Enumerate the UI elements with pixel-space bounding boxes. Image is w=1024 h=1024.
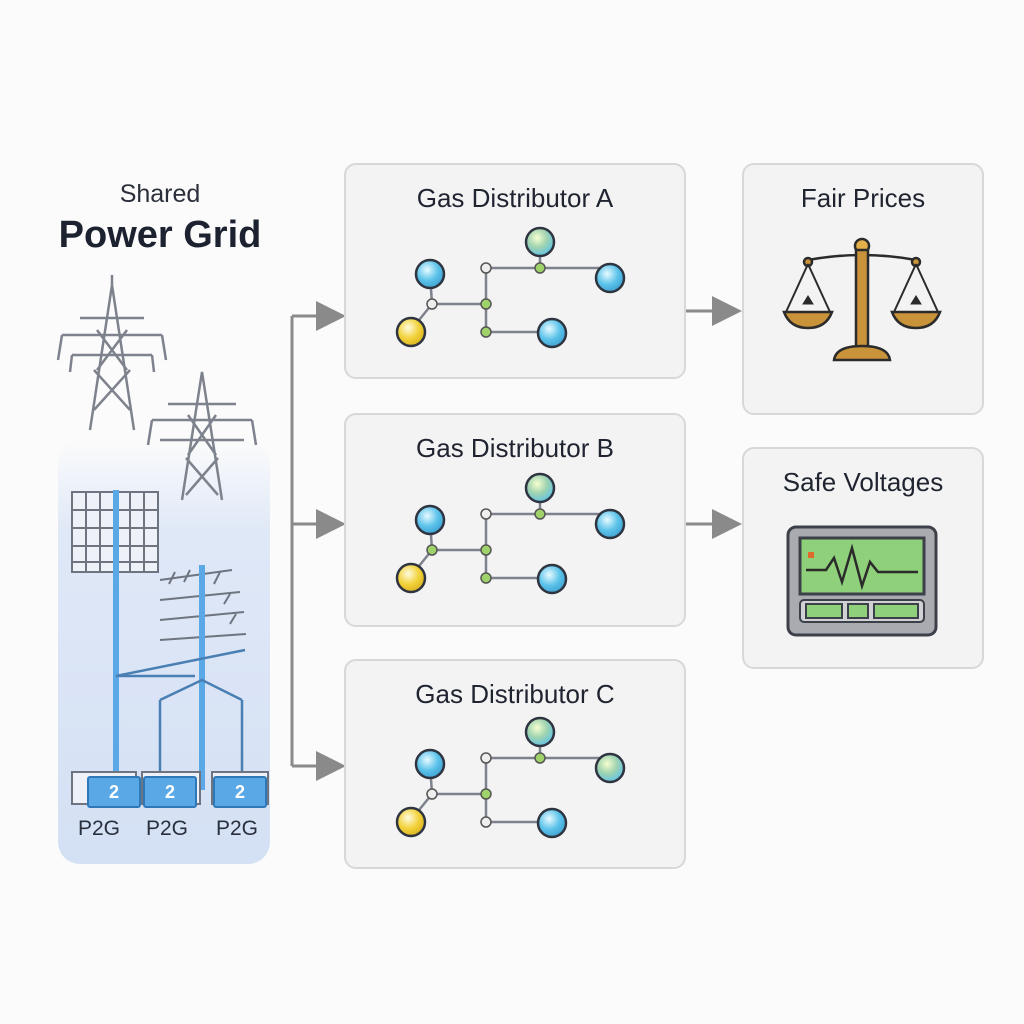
gas-node-icon bbox=[536, 317, 568, 349]
gas-network-graph-a bbox=[395, 226, 626, 349]
gas-node-icon bbox=[395, 562, 427, 594]
grid-title-shared: Shared bbox=[119, 180, 201, 208]
p2g-unit-badge: 2 bbox=[143, 776, 197, 808]
distributor-title: Gas Distributor C bbox=[415, 679, 615, 709]
distributor-card-c: Gas Distributor C bbox=[344, 659, 686, 869]
outcome-title: Safe Voltages bbox=[782, 467, 944, 497]
gas-node-icon bbox=[414, 258, 446, 290]
distributor-card-b: Gas Distributor B bbox=[344, 413, 686, 627]
grid-title-power-grid: Power Grid bbox=[58, 214, 262, 256]
p2g-unit-badge: 2 bbox=[87, 776, 141, 808]
gas-node-icon bbox=[536, 807, 568, 839]
distributor-title: Gas Distributor B bbox=[416, 433, 614, 463]
gas-node-icon bbox=[536, 563, 568, 595]
gas-node-icon bbox=[414, 748, 446, 780]
gas-node-icon bbox=[395, 806, 427, 838]
grid-feeder-lines bbox=[113, 490, 205, 790]
p2g-label: P2G bbox=[77, 817, 121, 840]
gas-node-icon bbox=[524, 472, 556, 504]
gas-node-icon bbox=[414, 504, 446, 536]
gas-network-graph-b bbox=[395, 472, 626, 595]
outcome-title: Fair Prices bbox=[800, 183, 926, 213]
balance-scale-icon bbox=[782, 237, 942, 362]
p2g-label: P2G bbox=[145, 817, 189, 840]
gas-node-icon bbox=[524, 226, 556, 258]
gas-node-icon bbox=[594, 508, 626, 540]
voltage-monitor-icon bbox=[786, 525, 938, 637]
p2g-label: P2G bbox=[215, 817, 259, 840]
transmission-tower-icon bbox=[146, 371, 258, 501]
gas-node-icon bbox=[594, 262, 626, 294]
transmission-tower-icon bbox=[56, 275, 168, 431]
gas-network-graph-c bbox=[395, 716, 626, 839]
p2g-unit-badge: 2 bbox=[213, 776, 267, 808]
distributor-title: Gas Distributor A bbox=[416, 183, 614, 213]
gas-node-icon bbox=[395, 316, 427, 348]
gas-node-icon bbox=[594, 752, 626, 784]
gas-node-icon bbox=[524, 716, 556, 748]
